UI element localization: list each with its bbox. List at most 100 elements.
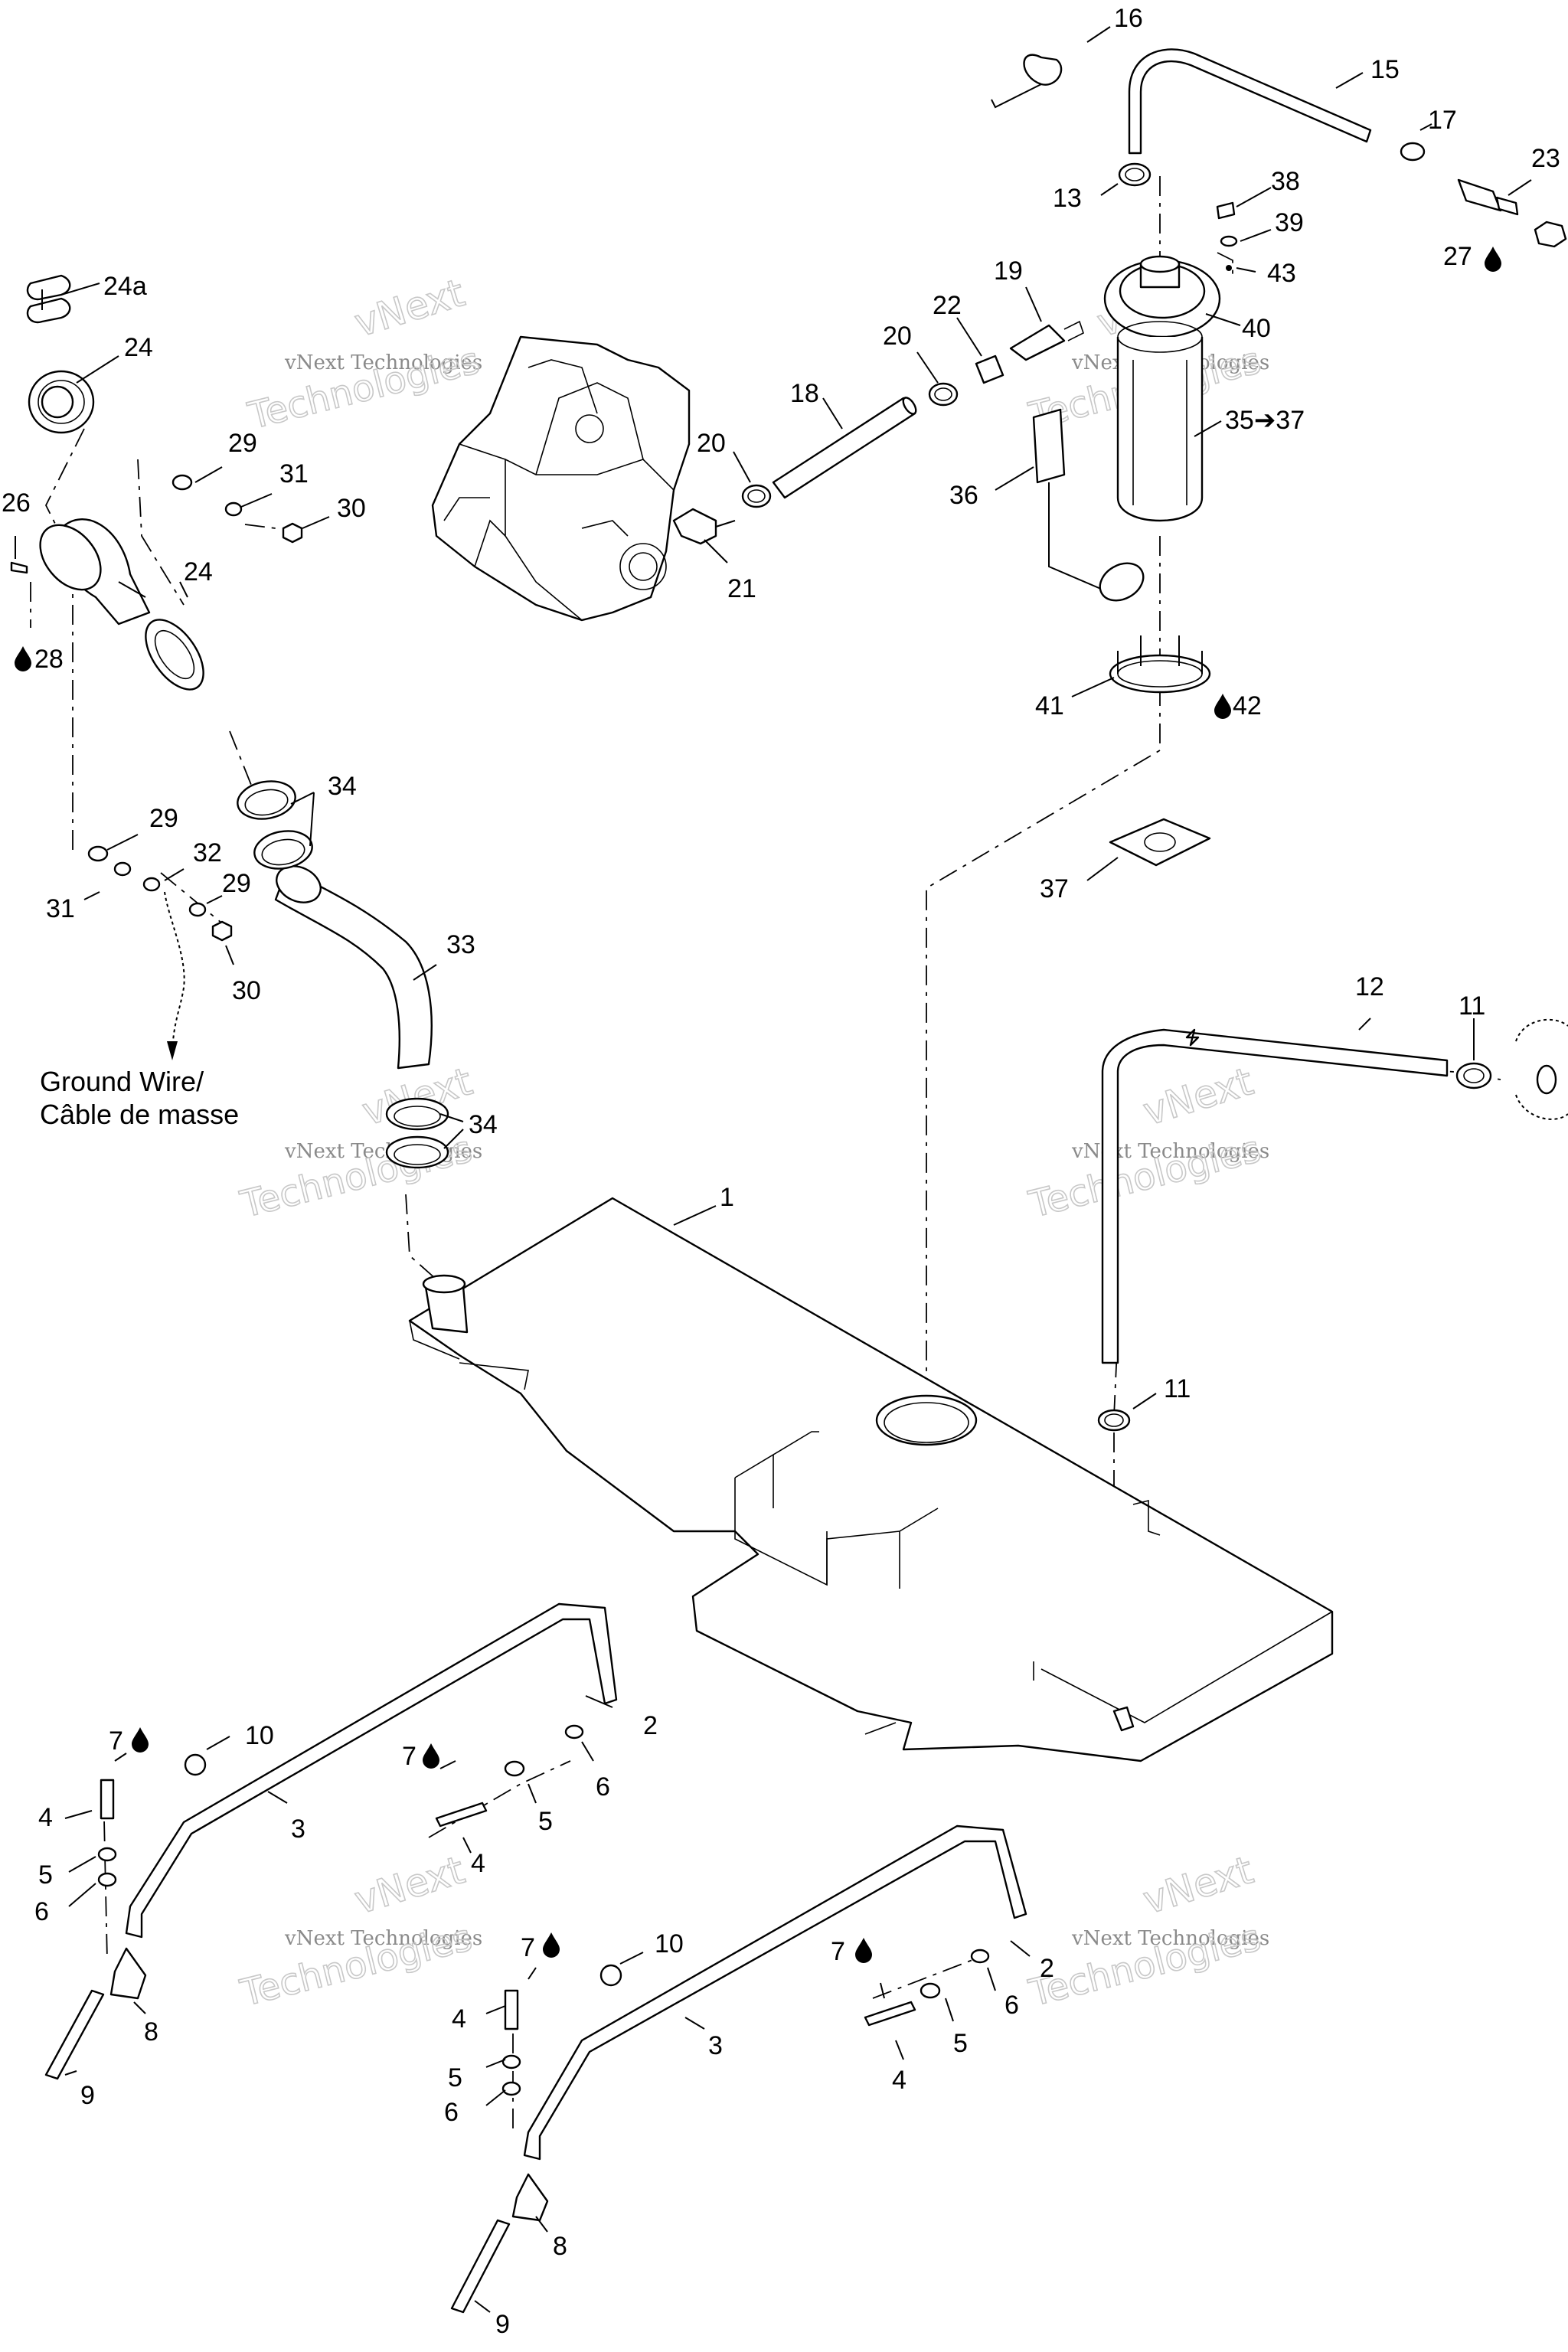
callout-11: 11 [1164,1374,1191,1403]
tank-strap-lower [450,1824,1027,2314]
callout-13: 13 [1053,184,1082,213]
engine-block [431,335,691,622]
watermark-text: vNext Technologies [284,351,482,374]
callout-24: 24 [184,557,213,586]
droplet-icon [543,1932,560,1958]
callout-12: 12 [1355,972,1384,1001]
callout-34: 34 [469,1110,498,1139]
callout-43: 43 [1267,259,1296,288]
callout-15: 15 [1370,55,1400,84]
watermark-text: vNext [1138,1059,1259,1134]
callout-32: 32 [193,838,222,867]
callout-37: 37 [1040,874,1069,903]
vent-hose-assembly [1097,1018,1568,1432]
callout-2: 2 [1040,1954,1054,1983]
callout-24: 24 [124,333,153,362]
watermark-bottom-right: vNext Technologies vNext Technologies [1024,1847,1270,2016]
watermark-bottom-left: vNext Technologies vNext Technologies [236,1847,483,2016]
callout-27: 27 [1443,242,1472,271]
fuel-pump-module [1032,201,1238,867]
ground-wire-caption: Ground Wire/ Câble de masse [40,1066,239,1130]
callout-labels: 16 15 17 23 27 13 38 39 43 40 19 22 20 1… [2,4,1560,2339]
callout-6: 6 [444,2098,459,2127]
droplet-icon [15,646,31,671]
callout-4: 4 [452,2004,466,2034]
assembly-lines [30,176,1501,2128]
filler-neck-assembly [10,274,449,1169]
callout-7: 7 [521,1933,535,1962]
callout-18: 18 [790,379,819,408]
callout-31: 31 [279,459,309,488]
droplet-icon [1214,694,1231,719]
callout-3: 3 [291,1815,305,1844]
ground-wire-label-fr: Câble de masse [40,1099,239,1130]
callout-9: 9 [80,2081,95,2110]
droplet-icon [855,1938,872,1963]
callout-4: 4 [892,2066,906,2095]
callout-22: 22 [933,291,962,320]
ground-wire-label: Ground Wire/ [40,1066,204,1097]
callout-26: 26 [2,488,31,518]
callout-7: 7 [831,1937,845,1966]
watermark-mid-right: vNext Technologies vNext Technologies [1024,1059,1270,1227]
fuel-tank [408,1197,1334,1762]
callout-24a: 24a [103,272,147,301]
callout-17: 17 [1428,106,1457,135]
callout-8: 8 [553,2232,567,2261]
callout-30: 30 [337,494,366,523]
vent-line [991,48,1567,248]
watermark-text: vNext [1138,1847,1259,1922]
watermark-text: vNext Technologies [284,1927,482,1950]
callout-29: 29 [228,429,257,458]
callout-21: 21 [727,574,756,603]
callout-41: 41 [1035,691,1064,720]
callout-10: 10 [655,1929,684,1958]
watermark-text: vNext [350,270,470,345]
callout-5: 5 [38,1860,53,1890]
callout-16: 16 [1114,4,1143,33]
callout-4: 4 [38,1803,53,1832]
callout-34: 34 [328,772,357,801]
droplet-icon [132,1727,149,1753]
callout-10: 10 [245,1721,274,1750]
callout-3: 3 [708,2031,723,2060]
callout-29: 29 [149,804,178,833]
callout-29: 29 [222,869,251,898]
fuel-supply-line [672,320,1084,545]
arrow-icon [167,1041,178,1060]
callout-23: 23 [1531,144,1560,173]
callout-36: 36 [949,481,978,510]
callout-8: 8 [144,2017,158,2047]
callout-35-37: 35➔37 [1225,406,1305,435]
watermark-mid-left: vNext Technologies vNext Technologies [236,1059,483,1227]
callout-6: 6 [596,1772,610,1802]
callout-6: 6 [1004,1991,1019,2020]
callout-28: 28 [34,645,64,674]
callout-6: 6 [34,1897,49,1926]
callout-39: 39 [1275,208,1304,237]
callout-5: 5 [448,2063,462,2092]
watermark-text: vNext [350,1847,470,1922]
callout-19: 19 [994,256,1023,286]
droplet-icon [1485,247,1501,272]
callout-2: 2 [643,1711,658,1740]
callout-9: 9 [495,2310,510,2339]
leader-lines [15,26,1532,2313]
callout-38: 38 [1271,167,1300,196]
callout-42: 42 [1233,691,1262,720]
callout-5: 5 [538,1807,553,1836]
callout-30: 30 [232,976,261,1005]
callout-7: 7 [109,1726,123,1756]
callout-40: 40 [1242,314,1271,343]
tank-strap-upper [44,1602,618,2080]
callout-33: 33 [446,930,475,959]
callout-31: 31 [46,894,75,923]
watermark-text: vNext Technologies [1071,1927,1269,1950]
callout-11: 11 [1459,991,1485,1021]
callout-1: 1 [720,1183,734,1212]
watermark-top-left: vNext Technologies vNext Technologies [243,270,485,439]
callout-20: 20 [697,429,726,458]
callout-4: 4 [471,1849,485,1878]
callout-7: 7 [402,1742,416,1771]
